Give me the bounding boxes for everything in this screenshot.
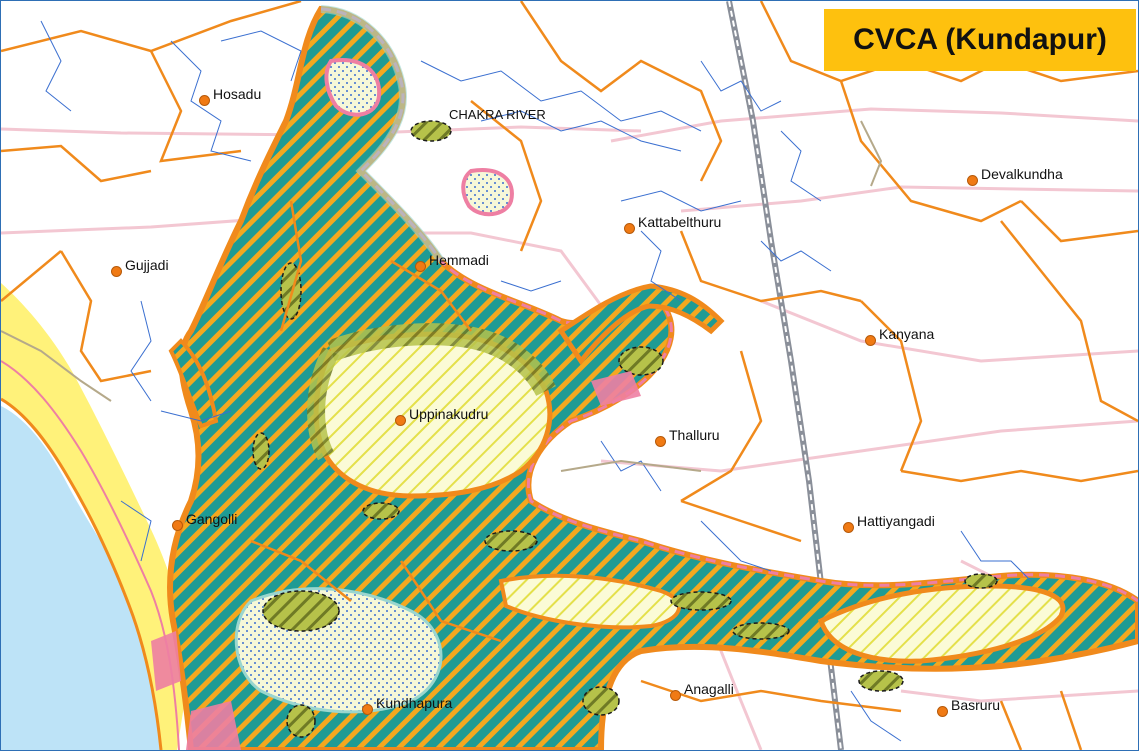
mangrove-patches bbox=[252, 120, 998, 738]
place-marker-icon bbox=[172, 520, 183, 531]
left-arm bbox=[168, 338, 219, 429]
east-island bbox=[817, 583, 1066, 664]
creek-branch bbox=[557, 283, 725, 366]
place-gujjadi[interactable]: Gujjadi bbox=[111, 257, 169, 277]
place-kattabelthuru[interactable]: Kattabelthuru bbox=[624, 214, 722, 234]
grey-lines bbox=[1, 120, 883, 472]
middle-island bbox=[498, 573, 682, 630]
place-marker-icon bbox=[199, 95, 210, 106]
place-label: Gujjadi bbox=[125, 257, 169, 273]
place-label: Uppinakudru bbox=[409, 406, 489, 422]
place-kanyana[interactable]: Kanyana bbox=[865, 326, 935, 346]
place-marker-icon bbox=[937, 706, 948, 717]
place-marker-icon bbox=[655, 436, 666, 447]
place-gangolli[interactable]: Gangolli bbox=[172, 511, 238, 531]
place-marker-icon bbox=[967, 175, 978, 186]
place-label: Kundhapura bbox=[376, 695, 453, 711]
place-thalluru[interactable]: Thalluru bbox=[655, 427, 720, 447]
place-basruru[interactable]: Basruru bbox=[937, 697, 1001, 717]
coast-line bbox=[1, 397, 163, 750]
place-label: Hemmadi bbox=[429, 252, 489, 268]
streams bbox=[40, 20, 1032, 742]
river-label: CHAKRA RIVER bbox=[449, 107, 546, 122]
place-label: Kattabelthuru bbox=[638, 214, 722, 230]
place-hosadu[interactable]: Hosadu bbox=[199, 86, 262, 106]
map-title-badge: CVCA (Kundapur) bbox=[824, 9, 1136, 71]
sea bbox=[1, 406, 176, 750]
place-marker-icon bbox=[362, 704, 373, 715]
place-uppinakudru[interactable]: Uppinakudru bbox=[395, 406, 489, 426]
place-anagalli[interactable]: Anagalli bbox=[670, 681, 734, 701]
place-label: Anagalli bbox=[684, 681, 734, 697]
place-label: Kanyana bbox=[879, 326, 935, 342]
place-label: Hosadu bbox=[213, 86, 262, 102]
place-hattiyangadi[interactable]: Hattiyangadi bbox=[843, 513, 935, 533]
place-marker-icon bbox=[670, 690, 681, 701]
place-hemmadi[interactable]: Hemmadi bbox=[415, 252, 489, 272]
place-devalkundha[interactable]: Devalkundha bbox=[967, 166, 1063, 186]
pink-zones bbox=[151, 371, 641, 750]
map-title: CVCA (Kundapur) bbox=[853, 23, 1107, 56]
place-marker-icon bbox=[624, 223, 635, 234]
place-marker-icon bbox=[865, 335, 876, 346]
place-marker-icon bbox=[415, 261, 426, 272]
place-kundhapura[interactable]: Kundhapura bbox=[362, 695, 453, 715]
place-label: Gangolli bbox=[186, 511, 238, 527]
place-label: Devalkundha bbox=[981, 166, 1063, 182]
place-label: Basruru bbox=[951, 697, 1001, 713]
place-marker-icon bbox=[111, 266, 122, 277]
place-marker-icon bbox=[843, 522, 854, 533]
place-marker-icon bbox=[395, 415, 406, 426]
beach-strip bbox=[1, 283, 191, 750]
place-label: Hattiyangadi bbox=[857, 513, 935, 529]
place-label: Thalluru bbox=[669, 427, 720, 443]
